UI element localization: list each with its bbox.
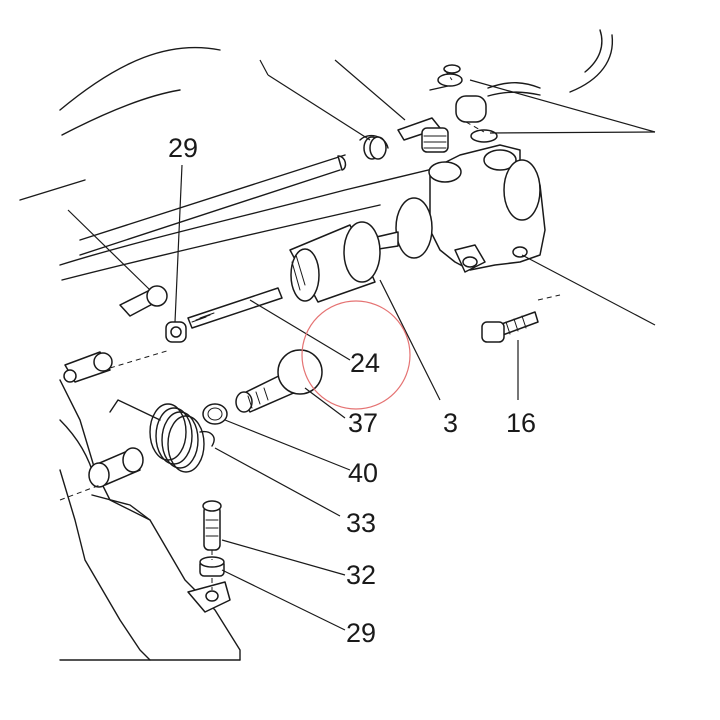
clevis-pin [235, 349, 323, 413]
hose-clip [79, 134, 389, 256]
callout-29-top: 29 [168, 133, 198, 163]
callout-29-bottom: 29 [346, 618, 376, 648]
highlight-circle [301, 300, 411, 410]
leader-lines [67, 59, 656, 631]
hose-fitting [397, 85, 449, 153]
frame-outline [19, 29, 614, 661]
assembly-axes [59, 69, 561, 590]
pivot-bracket [63, 351, 113, 383]
callout-24: 24 [350, 348, 380, 378]
piston-boot [289, 221, 381, 303]
pivot-pin [119, 285, 168, 317]
callout-37: 37 [348, 408, 378, 438]
callout-16: 16 [506, 408, 536, 438]
callout-33: 33 [346, 508, 376, 538]
pedal-pivot-stub [88, 447, 144, 488]
master-cylinder [371, 144, 546, 273]
bottom-mount [187, 581, 231, 613]
push-rod [187, 287, 283, 329]
callout-32: 32 [346, 560, 376, 590]
bolt-bottom [202, 500, 222, 551]
mounting-bolt [481, 311, 539, 343]
callout-3: 3 [443, 408, 458, 438]
bushing-top [165, 321, 187, 343]
return-spring [109, 399, 215, 473]
callout-40: 40 [348, 458, 378, 488]
o-ring [202, 403, 228, 425]
